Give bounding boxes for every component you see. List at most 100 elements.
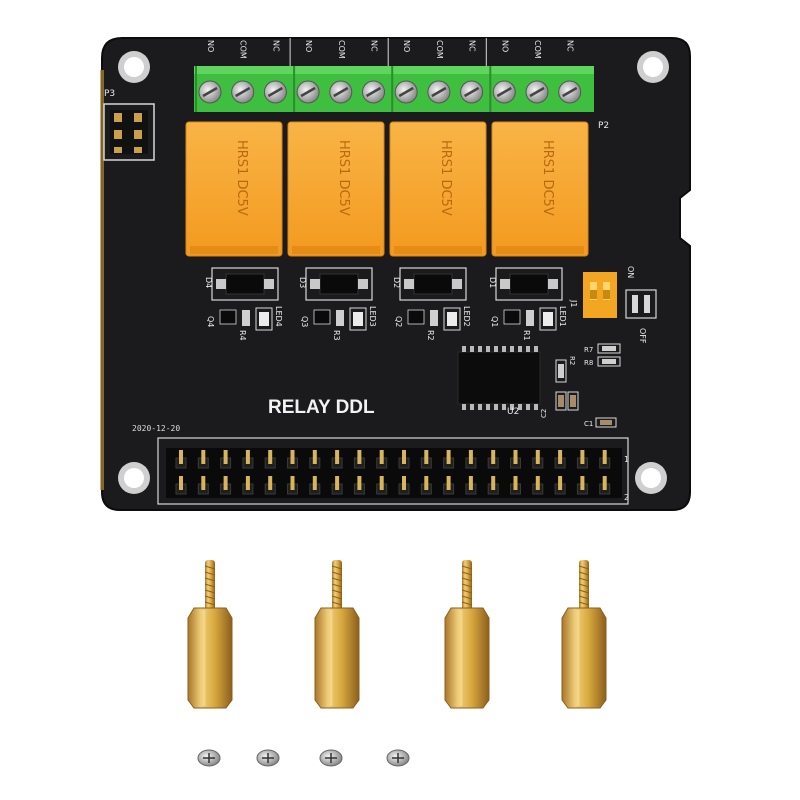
gpio-pin [268, 476, 273, 490]
standoff-thread-line [461, 583, 473, 588]
gpio-pin [402, 476, 406, 490]
standoff-thread-line [204, 571, 216, 576]
standoff-thread-line [578, 595, 590, 600]
diode-pad [264, 279, 274, 289]
standoff-thread-line [461, 577, 473, 582]
relay-body [287, 121, 385, 257]
standoff-thread-line [331, 589, 343, 594]
gpio-pin [468, 476, 473, 490]
standoff-thread-line [331, 565, 343, 570]
switch-label: J1 [569, 299, 578, 307]
led-outline [539, 307, 557, 331]
relay-body [491, 121, 589, 257]
u2-pin [502, 346, 506, 352]
diode-pad [216, 279, 226, 289]
standoff-thread-line [331, 583, 343, 588]
u2-label: U2 [507, 407, 519, 417]
diode-pad [548, 279, 558, 289]
gpio-pin [580, 450, 585, 464]
led-outline [349, 307, 367, 331]
led-body [543, 312, 553, 326]
u2-pin [494, 346, 498, 352]
u2-pin [534, 404, 538, 410]
resistor-body [526, 310, 534, 326]
transistor-body [407, 309, 425, 325]
u2-pin [462, 346, 466, 352]
resistor-label: R3 [332, 330, 341, 341]
terminal-screw-slot [202, 86, 218, 98]
transistor-body [313, 309, 331, 325]
u2-pin [518, 346, 522, 352]
gpio-pin [513, 450, 518, 464]
terminal-label: COM [239, 40, 248, 59]
terminal-label: NO [500, 40, 509, 52]
standoff-thread-line [461, 565, 473, 570]
diode-outline [305, 267, 373, 301]
dip-switch-body [583, 272, 617, 318]
resistor-label: R1 [522, 330, 531, 341]
gpio-pin [468, 450, 473, 464]
terminal-screw-slot [267, 86, 284, 98]
gpio-pin [223, 476, 228, 490]
p3-label: P3 [104, 89, 115, 99]
gpio-pin [179, 476, 183, 490]
terminal-screw-slot [300, 86, 316, 98]
diode-body [413, 273, 453, 295]
gpio-header-body [166, 448, 622, 498]
resistor-body [430, 310, 438, 326]
standoff-thread-line [204, 595, 216, 600]
board-date: 2020-12-20 [132, 424, 180, 433]
r7-label: R7 [584, 346, 593, 354]
relay-base [394, 246, 482, 254]
terminal-label: NO [206, 40, 215, 52]
diode-outline [211, 267, 279, 301]
terminal-screw-slot [235, 86, 251, 98]
relay-label: HRS1 DC5V [438, 140, 453, 216]
u2-pins [462, 346, 538, 410]
u2-pin [518, 404, 522, 410]
standoff-body [187, 607, 233, 709]
terminal-label: NO [304, 40, 313, 52]
led-outline [255, 307, 273, 331]
led-label: LED1 [558, 306, 567, 327]
relay-body [389, 121, 487, 257]
pcb-gold-edge [100, 70, 104, 490]
standoff-thread-line [204, 589, 216, 594]
gpio-pin [446, 476, 451, 490]
resistor-body [242, 310, 250, 326]
standoff-body [444, 607, 490, 709]
led-outline [443, 307, 461, 331]
standoff-thread-line [578, 565, 590, 570]
standoff-thread-line [331, 601, 343, 606]
standoff-thread-line [331, 595, 343, 600]
transistor-body [503, 309, 521, 325]
u2-pin [462, 404, 466, 410]
transistor-label: Q1 [490, 316, 499, 327]
terminal-screw-slot [365, 86, 382, 98]
gpio-pin [357, 476, 362, 490]
gpio-pin [580, 476, 585, 490]
standoff-thread-line [461, 571, 473, 576]
transistor-label: Q3 [300, 316, 309, 327]
gpio-pin [558, 476, 563, 490]
relay-base [496, 246, 584, 254]
terminal-screw-slot [562, 86, 578, 98]
u2-pin [478, 404, 482, 410]
gpio-pin [201, 450, 206, 464]
gpio-pin [446, 450, 451, 464]
u2-pin [510, 404, 514, 410]
gpio-header: 1 2 [157, 437, 629, 505]
u2-pin [470, 404, 474, 410]
standoff-thread-line [331, 571, 343, 576]
gpio-pin [491, 450, 496, 464]
diode-pad [310, 279, 320, 289]
gpio-pin [357, 450, 362, 464]
standoff-thread-line [461, 589, 473, 594]
u2-pin [526, 404, 530, 410]
diode-label: D2 [392, 277, 401, 288]
led-body [447, 312, 457, 326]
